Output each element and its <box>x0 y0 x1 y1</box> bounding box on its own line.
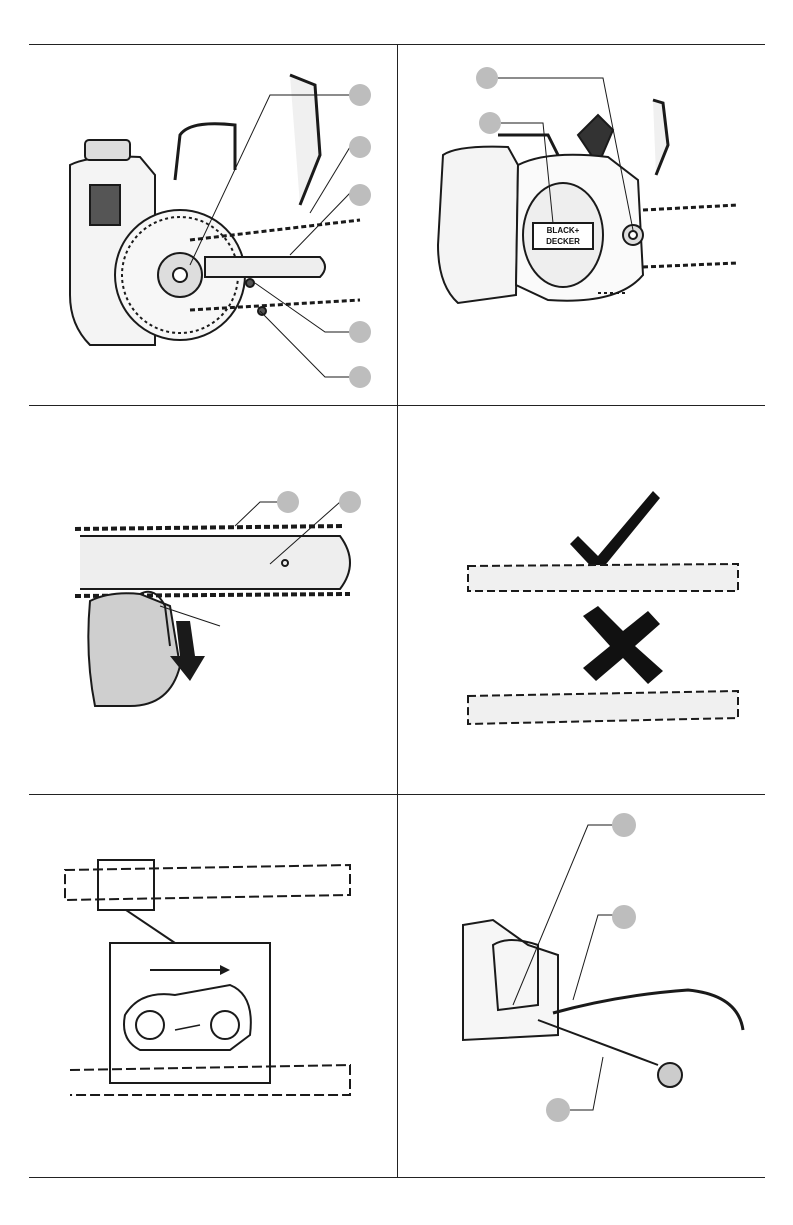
callout-4 <box>349 321 371 343</box>
callout-3 <box>349 184 371 206</box>
callout-2 <box>479 112 501 134</box>
figure-chain-correct-incorrect <box>398 406 765 794</box>
callout-1 <box>277 491 299 513</box>
figure-cord-retainer <box>398 795 765 1177</box>
cord-retainer-illustration <box>398 795 765 1177</box>
chain-tension-illustration <box>30 406 397 794</box>
figure-chain-assembly <box>30 45 397 405</box>
callout-2 <box>612 905 636 929</box>
chain-compare-illustration <box>398 406 765 794</box>
figure-side-cover: BLACK+ DECKER <box>398 45 765 405</box>
cross-icon <box>583 606 663 684</box>
check-icon <box>570 491 660 574</box>
logo-line-1: BLACK+ <box>547 226 580 235</box>
callout-1 <box>349 84 371 106</box>
callout-3 <box>546 1098 570 1122</box>
rule-bottom <box>29 1177 765 1178</box>
callout-2 <box>349 136 371 158</box>
callout-1 <box>612 813 636 837</box>
figure-cutter-direction <box>30 795 397 1177</box>
side-cover-illustration: BLACK+ DECKER <box>398 45 765 405</box>
callout-1 <box>476 67 498 89</box>
callout-5 <box>349 366 371 388</box>
callout-2 <box>339 491 361 513</box>
logo-line-2: DECKER <box>546 237 580 246</box>
figure-chain-tension <box>30 406 397 794</box>
cutter-direction-illustration <box>30 795 397 1177</box>
chain-assembly-illustration <box>30 45 397 405</box>
